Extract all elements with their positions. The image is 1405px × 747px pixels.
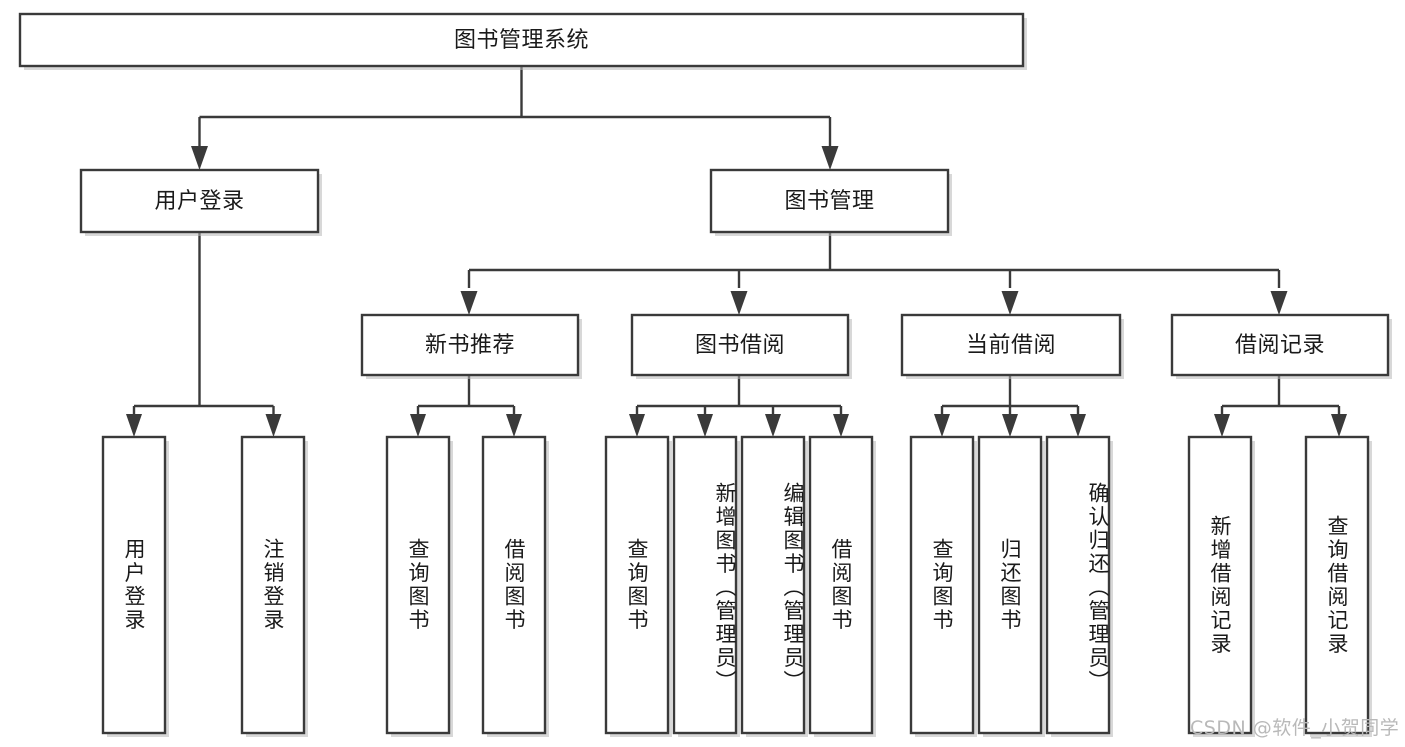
node-leaf-query-record[interactable] [1304, 435, 1370, 735]
node-book-borrow[interactable] [630, 313, 850, 377]
arrow-leaf-edit-book-icon [765, 414, 781, 437]
node-leaf-add-record[interactable] [1187, 435, 1253, 735]
arrow-leaf-query-book-3-icon [934, 414, 950, 437]
node-root[interactable] [18, 12, 1025, 68]
arrow-leaf-query-book-2-icon [629, 414, 645, 437]
arrow-leaf-return-book-icon [1002, 414, 1018, 437]
arrow-new-book-icon [460, 291, 478, 315]
node-rects [18, 12, 1390, 735]
node-leaf-confirm-return[interactable] [1045, 435, 1111, 735]
node-new-book-recommend[interactable] [360, 313, 580, 377]
label-book-borrow: 图书借阅 [695, 333, 785, 358]
node-book-manage[interactable] [709, 168, 950, 234]
edges-group [126, 66, 1347, 437]
label-borrow-record: 借阅记录 [1235, 333, 1325, 358]
node-leaf-query-book-1[interactable] [385, 435, 451, 735]
node-leaf-query-book-3[interactable] [909, 435, 975, 735]
arrow-leaf-query-record-icon [1331, 414, 1347, 437]
arrow-book-borrow-icon [730, 291, 748, 315]
node-labels-horizontal: 图书管理系统 用户登录 图书管理 新书推荐 图书借阅 当前借阅 借阅记录 [154, 28, 1325, 358]
arrow-leaf-add-record-icon [1214, 414, 1230, 437]
label-current-borrow: 当前借阅 [966, 333, 1056, 358]
node-current-borrow[interactable] [900, 313, 1122, 377]
label-book-manage: 图书管理 [784, 189, 874, 214]
node-leaf-borrow-book-2[interactable] [808, 435, 874, 735]
node-leaf-query-book-2[interactable] [604, 435, 670, 735]
arrow-user-login-icon [191, 146, 208, 170]
csdn-watermark: CSDN @软件_小贺同学 [1190, 717, 1400, 739]
arrow-leaf-logout-icon [265, 414, 282, 437]
arrow-borrow-record-icon [1270, 291, 1288, 315]
node-leaf-return-book[interactable] [977, 435, 1043, 735]
node-leaf-user-login[interactable] [101, 435, 167, 735]
arrow-leaf-borrow-book-1-icon [506, 414, 522, 437]
label-user-login: 用户登录 [154, 189, 244, 214]
label-new-book-recommend: 新书推荐 [425, 333, 515, 358]
arrow-leaf-add-book-icon [697, 414, 713, 437]
arrow-leaf-confirm-return-icon [1070, 414, 1086, 437]
arrow-leaf-borrow-book-2-icon [833, 414, 849, 437]
node-borrow-record[interactable] [1170, 313, 1390, 377]
node-user-login[interactable] [79, 168, 320, 234]
arrow-book-manage-icon [821, 146, 839, 170]
label-root: 图书管理系统 [454, 28, 589, 53]
arrow-leaf-user-login-icon [126, 414, 142, 437]
arrow-current-borrow-icon [1001, 291, 1019, 315]
node-leaf-edit-book[interactable] [740, 435, 806, 735]
node-leaf-add-book[interactable] [672, 435, 738, 735]
arrow-leaf-query-book-1-icon [410, 414, 426, 437]
node-leaf-borrow-book-1[interactable] [481, 435, 547, 735]
node-leaf-logout[interactable] [240, 435, 306, 735]
